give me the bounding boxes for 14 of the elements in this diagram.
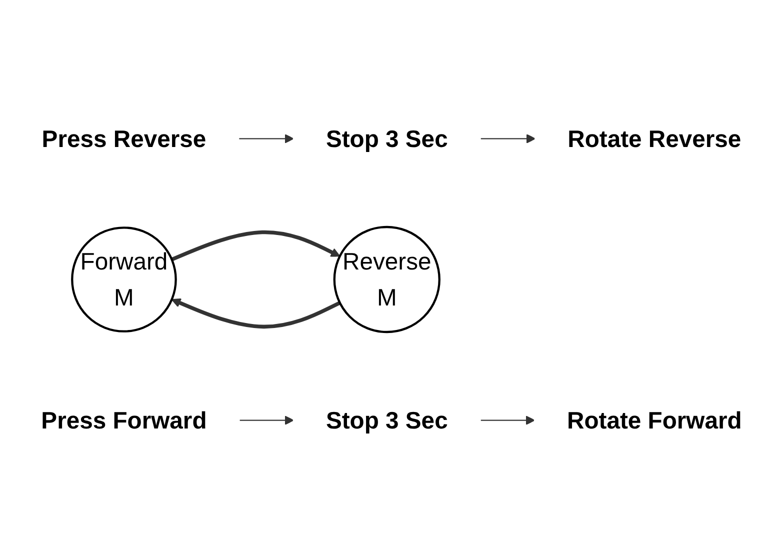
node-text: Stop 3 Sec — [326, 406, 448, 434]
node-circle: Reverse M — [333, 226, 440, 334]
node-circle: Forward M — [71, 226, 177, 332]
arrow — [238, 134, 294, 144]
arrow — [171, 298, 341, 329]
node-text: Stop 3 Sec — [326, 125, 448, 152]
arrow — [480, 134, 536, 144]
node-text: Rotate Forward — [567, 406, 742, 434]
arrow — [480, 416, 535, 426]
node-text: Press Reverse — [42, 125, 206, 152]
node-text: Rotate Reverse — [568, 125, 742, 152]
arrow — [171, 230, 340, 262]
node-text: Press Forward — [41, 406, 207, 434]
arrow — [239, 416, 294, 426]
